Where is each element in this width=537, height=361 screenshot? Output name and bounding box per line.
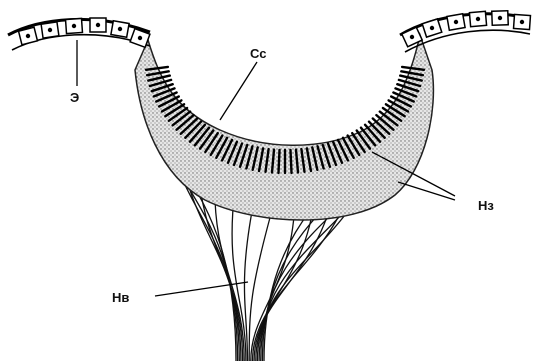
cell-nucleus <box>72 24 76 28</box>
cell-nucleus <box>498 16 502 20</box>
cell-nucleus <box>430 26 434 30</box>
label-sensory-cells: Сс <box>250 46 266 61</box>
cell-nucleus <box>96 23 100 27</box>
cell-nucleus <box>476 17 480 21</box>
leader-sensory-cells <box>220 62 257 120</box>
receptor-cell <box>279 150 280 173</box>
epithelium-left <box>8 18 150 50</box>
receptor-cell <box>291 150 292 173</box>
cell-nucleus <box>410 35 414 39</box>
cell-nucleus <box>118 27 122 31</box>
cell-nucleus <box>26 34 30 38</box>
cell-nucleus <box>138 36 142 40</box>
label-nerve-fibers: Нв <box>112 290 129 305</box>
label-epithelium: Э <box>70 90 79 105</box>
label-nerve-endings: Нз <box>478 198 494 213</box>
cell-nucleus <box>48 28 52 32</box>
cell-nucleus <box>454 20 458 24</box>
cell-nucleus <box>520 20 524 24</box>
